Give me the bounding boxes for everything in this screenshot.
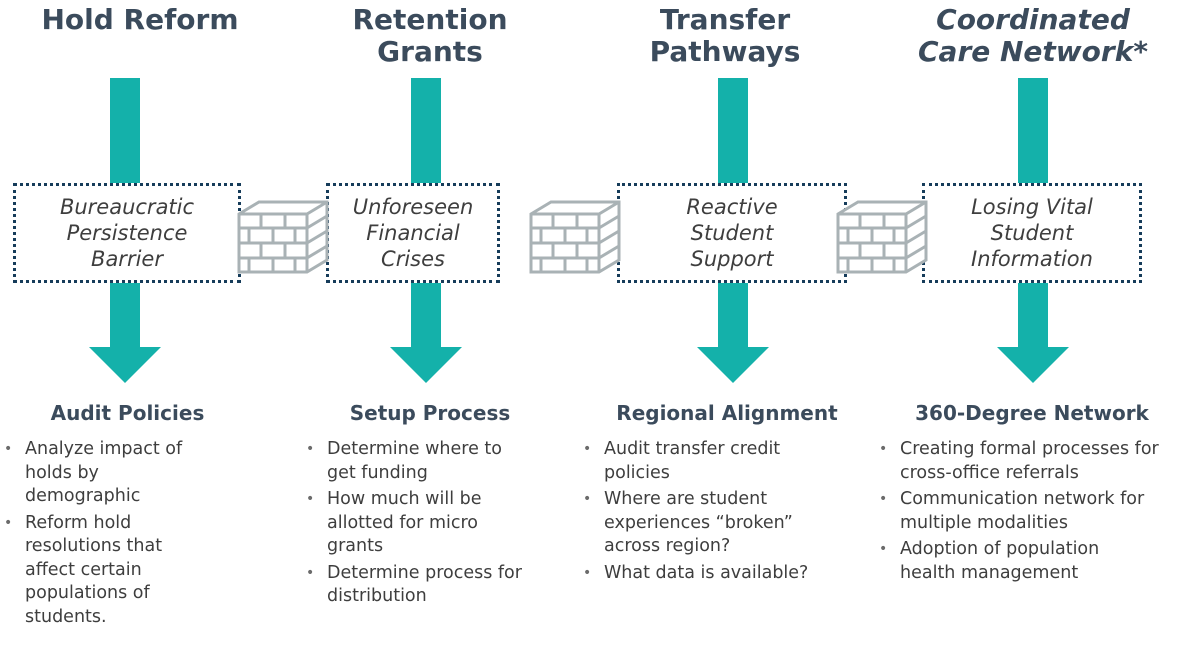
column-title: Transfer Pathways — [649, 3, 801, 68]
down-arrow-icon — [997, 347, 1069, 383]
column-retention-grants: Retention Grants — [300, 0, 560, 647]
arrow-stem-bottom — [718, 283, 748, 347]
barrier-box: Unforeseen Financial Crises — [326, 183, 500, 283]
arrow-stem-bottom — [1018, 283, 1048, 347]
column-coordinated-care-network: Coordinated Care Network* — [893, 0, 1173, 647]
barrier-box: Losing Vital Student Information — [922, 183, 1142, 283]
arrow-stem-bottom — [411, 283, 441, 347]
column-hold-reform: Hold Reform — [0, 0, 280, 647]
column-transfer-pathways: Transfer Pathways — [595, 0, 855, 647]
column-title: Hold Reform — [41, 3, 239, 36]
brick-wall-icon — [529, 200, 621, 274]
brick-wall-icon — [836, 200, 928, 274]
arrow-stem-top — [718, 78, 748, 183]
brick-wall-icon — [237, 200, 329, 274]
arrow-stem-top — [411, 78, 441, 183]
arrow-stem-top — [110, 78, 140, 183]
down-arrow-icon — [697, 347, 769, 383]
down-arrow-icon — [390, 347, 462, 383]
arrow-stem-bottom — [110, 283, 140, 347]
barrier-box: Bureaucratic Persistence Barrier — [13, 183, 241, 283]
column-title: Coordinated Care Network* — [918, 3, 1148, 68]
arrow-stem-top — [1018, 78, 1048, 183]
column-title: Retention Grants — [352, 3, 508, 68]
barrier-box: Reactive Student Support — [617, 183, 847, 283]
down-arrow-icon — [89, 347, 161, 383]
